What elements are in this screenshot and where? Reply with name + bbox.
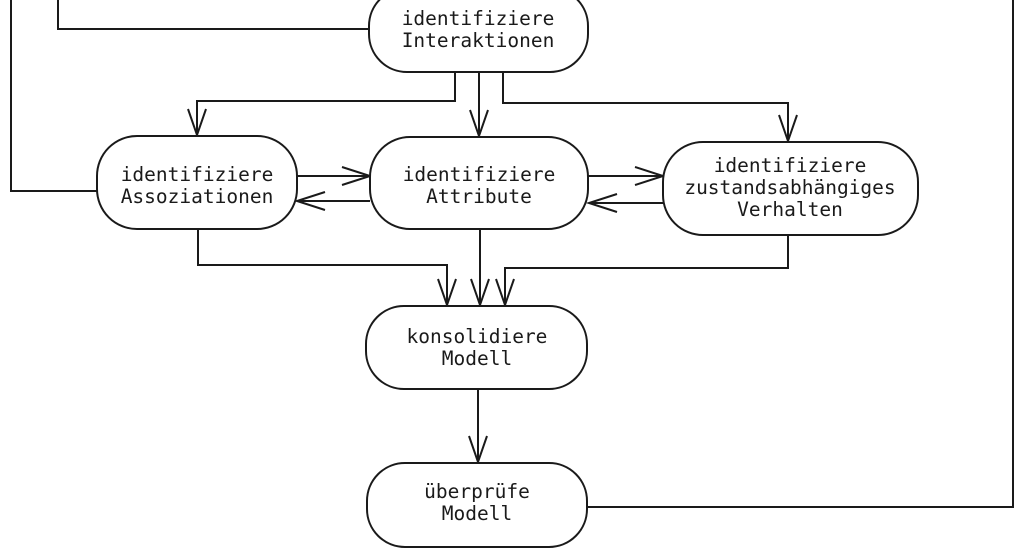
edge-attribute-to-konsolidiere (470, 229, 490, 309)
node-label: identifiziere (714, 154, 867, 177)
node-label: Attribute (426, 185, 532, 208)
node-identifiziere-interaktionen: identifiziere Interaktionen (368, 0, 589, 73)
node-shape (662, 141, 919, 236)
edge-feedback-to-assoziationen (10, 0, 97, 192)
edge-attribute-to-zustandsverhalten (588, 166, 667, 186)
node-identifiziere-attribute: identifiziere Attribute (369, 136, 589, 230)
node-label: identifiziere (402, 7, 555, 30)
edge-feedback-to-interaktionen (57, 0, 369, 30)
edge-assoziationen-to-konsolidiere (197, 229, 457, 309)
node-label: identifiziere (121, 163, 274, 186)
node-label: Modell (442, 502, 512, 525)
node-shape (96, 135, 298, 230)
node-konsolidiere-modell: konsolidiere Modell (365, 305, 588, 390)
node-label: Interaktionen (402, 29, 555, 52)
node-shape (368, 0, 589, 73)
node-shape (365, 305, 588, 390)
node-label: identifiziere (403, 163, 556, 186)
edge-interaktionen-to-attribute (469, 72, 489, 140)
node-identifiziere-assoziationen: identifiziere Assoziationen (96, 135, 298, 230)
node-label: überprüfe (424, 480, 530, 503)
edge-attribute-to-assoziationen (293, 191, 370, 211)
edge-zustandsverhalten-to-attribute (585, 193, 663, 213)
node-shape (366, 462, 588, 548)
node-label: Modell (442, 347, 512, 370)
node-identifiziere-zustandsabhaengiges-verhalten: identifiziere zustandsabhängiges Verhalt… (662, 141, 919, 236)
node-label: zustandsabhängiges (684, 176, 895, 199)
node-shape (369, 136, 589, 230)
node-label: Verhalten (737, 198, 843, 221)
edge-assoziationen-to-attribute (297, 166, 374, 186)
edge-ueberpruefe-feedback-right (587, 0, 1014, 508)
node-label: Assoziationen (121, 185, 274, 208)
node-label: konsolidiere (407, 325, 548, 348)
node-ueberpruefe-modell: überprüfe Modell (366, 462, 588, 548)
edge-interaktionen-to-assoziationen (187, 72, 456, 139)
edge-konsolidiere-to-ueberpruefe (468, 389, 488, 466)
edge-zustandsverhalten-to-konsolidiere (495, 235, 789, 309)
edge-interaktionen-to-zustandsverhalten (502, 72, 798, 145)
